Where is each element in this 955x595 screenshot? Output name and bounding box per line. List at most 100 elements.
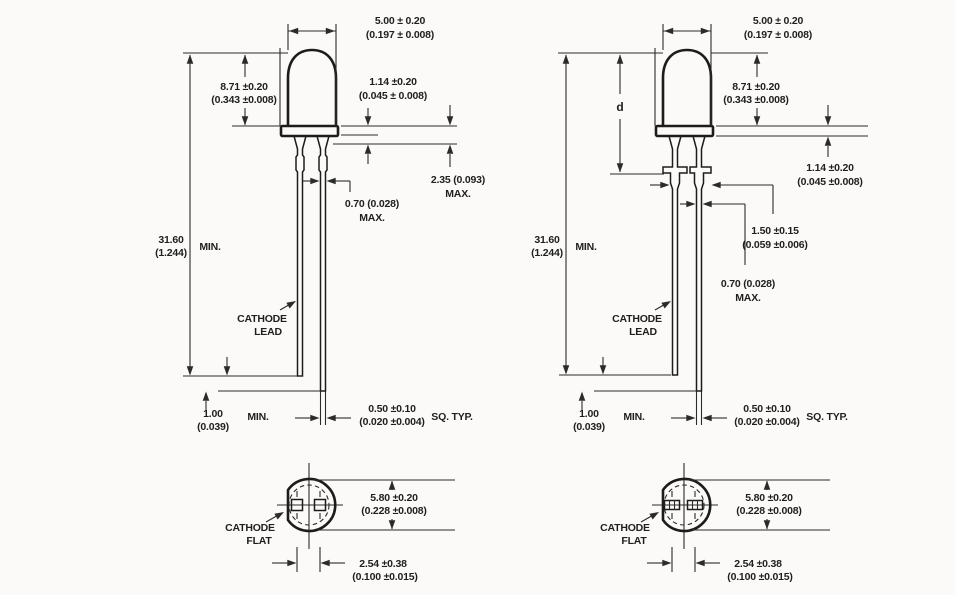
dim-right-lead-pitch: 2.54 ±0.38 (0.100 ±0.015)	[647, 547, 793, 583]
right-lead-length-mm: 31.60	[534, 234, 560, 246]
right-led-flange	[654, 124, 715, 138]
left-cathode-flat-label: CATHODE FLAT	[225, 509, 286, 547]
right-lead-sq-mm: 0.50 ±0.10	[743, 403, 791, 415]
right-led-dome-outline	[661, 48, 713, 126]
left-tip-diff-min: MIN.	[247, 411, 269, 423]
right-body-height-in: (0.343 ±0.008)	[723, 94, 788, 106]
left-lead-sq-typ: SQ. TYP.	[431, 411, 473, 423]
right-cathode-line1: CATHODE	[612, 313, 662, 325]
left-cathode-line1: CATHODE	[237, 313, 287, 325]
right-standoff-height-label: d	[616, 100, 623, 114]
left-body-height-mm: 8.71 ±0.20	[220, 81, 268, 93]
left-led-front-view	[279, 48, 340, 392]
left-lead-length-in: (1.244)	[155, 247, 187, 259]
left-body-height-in: (0.343 ±0.008)	[211, 94, 276, 106]
right-lead-sq-typ: SQ. TYP.	[806, 411, 848, 423]
right-cathode-line2: LEAD	[629, 326, 657, 338]
dim-right-lead-length: 31.60 (1.244) MIN.	[531, 54, 671, 376]
left-dia-mm: 5.80 ±0.20	[370, 492, 418, 504]
left-dia-in: (0.228 ±0.008)	[361, 505, 426, 517]
left-lead-width-max: MAX.	[359, 212, 385, 224]
left-lead-sq-mm: 0.50 ±0.10	[368, 403, 416, 415]
right-dia-mm: 5.80 ±0.20	[745, 492, 793, 504]
dim-left-flange-thickness: 1.14 ±0.20 (0.045 ± 0.008)	[333, 76, 457, 164]
left-cathode-lead-label: CATHODE LEAD	[237, 298, 298, 338]
left-pitch-in: (0.100 ±0.015)	[352, 571, 417, 583]
right-cathode-flat-label: CATHODE FLAT	[600, 509, 661, 547]
dim-left-shoulder-max: 2.35 (0.093) MAX.	[431, 105, 485, 200]
left-flange-thk-in: (0.045 ± 0.008)	[359, 90, 427, 102]
dim-left-lead-square: 0.50 ±0.10 (0.020 ±0.004) SQ. TYP.	[295, 391, 473, 428]
right-tip-diff-min: MIN.	[623, 411, 645, 423]
left-bottom-anode-lead-section	[313, 498, 327, 512]
right-body-width-mm: 5.00 ± 0.20	[753, 15, 804, 27]
left-lead-width-mm: 0.70 (0.028)	[345, 198, 399, 210]
dim-right-tip-difference: 1.00 (0.039) MIN.	[573, 357, 696, 433]
right-dia-in: (0.228 ±0.008)	[736, 505, 801, 517]
left-cathode-line2: LEAD	[254, 326, 282, 338]
right-body-width-in: (0.197 ± 0.008)	[744, 29, 812, 41]
right-flange-thk-mm: 1.14 ±0.20	[806, 162, 854, 174]
right-lead-width-max: MAX.	[735, 292, 761, 304]
left-led-flange	[279, 124, 340, 138]
right-body-height-mm: 8.71 ±0.20	[732, 81, 780, 93]
right-standoff-width-in: (0.059 ±0.006)	[742, 239, 807, 251]
left-pitch-mm: 2.54 ±0.38	[359, 558, 407, 570]
right-standoff-width-mm: 1.50 ±0.15	[751, 225, 799, 237]
left-flange-thk-mm: 1.14 ±0.20	[369, 76, 417, 88]
right-tip-diff-in: (0.039)	[573, 421, 605, 433]
right-flat-line1: CATHODE	[600, 522, 650, 534]
left-bottom-flange-outline-with-flat	[286, 477, 337, 533]
left-shoulder-max: MAX.	[445, 188, 471, 200]
left-body-width-mm: 5.00 ± 0.20	[375, 15, 426, 27]
right-tip-diff-mm: 1.00	[579, 408, 599, 420]
right-bottom-flange-outline-with-flat	[661, 477, 712, 533]
right-cathode-lead-label: CATHODE LEAD	[612, 298, 673, 338]
left-lead-length-mm: 31.60	[158, 234, 184, 246]
dim-right-flange-diameter: 5.80 ±0.20 (0.228 ±0.008)	[688, 479, 830, 531]
right-flange-thk-in: (0.045 ±0.008)	[797, 176, 862, 188]
dim-right-body-width: 5.00 ± 0.20 (0.197 ± 0.008)	[662, 15, 812, 126]
right-anode-lead-shape	[689, 135, 712, 392]
dim-left-body-width: 5.00 ± 0.20 (0.197 ± 0.008)	[287, 15, 434, 126]
left-body-width-in: (0.197 ± 0.008)	[366, 29, 434, 41]
right-bottom-anode-lead-section	[686, 499, 704, 511]
right-lead-width-mm: 0.70 (0.028)	[721, 278, 775, 290]
right-lead-length-in: (1.244)	[531, 247, 563, 259]
left-tip-diff-in: (0.039)	[197, 421, 229, 433]
dim-left-tip-difference: 1.00 (0.039) MIN.	[197, 357, 320, 433]
dim-left-body-height: 8.71 ±0.20 (0.343 ±0.008)	[183, 48, 288, 127]
left-bottom-body-dashed-circle	[288, 484, 330, 526]
left-bottom-cathode-lead-section	[290, 498, 304, 512]
dim-right-standoff-width: 1.50 ±0.15 (0.059 ±0.006)	[650, 181, 808, 251]
dim-left-flange-diameter: 5.80 ±0.20 (0.228 ±0.008)	[313, 479, 455, 531]
right-led-front-view	[654, 48, 715, 392]
right-pitch-in: (0.100 ±0.015)	[727, 571, 792, 583]
dim-right-standoff-height: d	[558, 48, 664, 175]
left-cathode-lead-shape	[293, 135, 307, 377]
right-lead-sq-in: (0.020 ±0.004)	[734, 416, 799, 428]
dim-left-lead-width: 0.70 (0.028) MAX.	[303, 177, 399, 224]
right-bottom-cathode-lead-section	[663, 499, 681, 511]
right-pitch-mm: 2.54 ±0.38	[734, 558, 782, 570]
dim-right-lead-square: 0.50 ±0.10 (0.020 ±0.004) SQ. TYP.	[671, 391, 848, 428]
left-tip-diff-mm: 1.00	[203, 408, 223, 420]
dim-right-lead-width: 0.70 (0.028) MAX.	[680, 200, 775, 304]
left-lead-length-min: MIN.	[199, 241, 221, 253]
left-led-bottom-view	[277, 463, 343, 549]
left-flat-line2: FLAT	[246, 535, 272, 547]
left-shoulder-mm: 2.35 (0.093)	[431, 174, 485, 186]
right-lead-length-min: MIN.	[575, 241, 597, 253]
left-led-dome-outline	[286, 48, 338, 126]
right-led-bottom-view	[652, 463, 718, 549]
dim-right-body-height: 8.71 ±0.20 (0.343 ±0.008)	[711, 52, 789, 126]
dim-left-lead-pitch: 2.54 ±0.38 (0.100 ±0.015)	[272, 547, 418, 583]
dim-left-lead-length: 31.60 (1.244) MIN.	[155, 54, 302, 377]
right-flat-line2: FLAT	[621, 535, 647, 547]
left-flat-line1: CATHODE	[225, 522, 275, 534]
left-lead-sq-in: (0.020 ±0.004)	[359, 416, 424, 428]
left-anode-lead-shape	[316, 135, 330, 392]
right-cathode-lead-shape	[662, 135, 688, 376]
